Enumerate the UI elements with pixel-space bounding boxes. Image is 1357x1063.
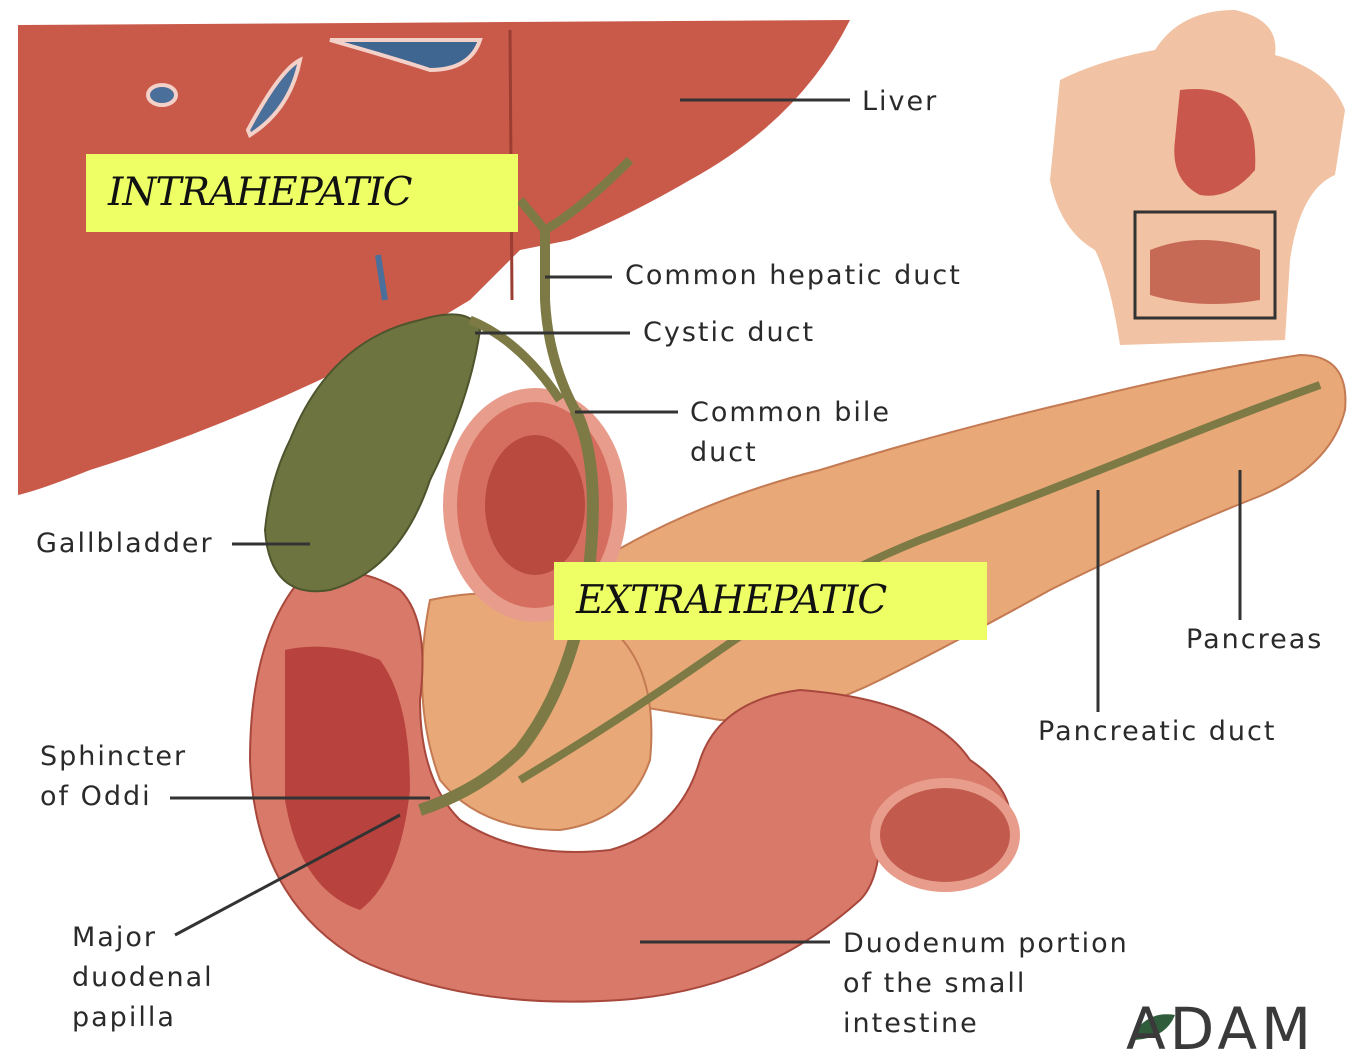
intrahepatic-highlight: INTRAHEPATIC [86,154,518,232]
label-gallbladder: Gallbladder [36,524,214,564]
pancreas [560,355,1345,720]
label-common-hepatic-duct: Common hepatic duct [625,256,962,296]
label-liver: Liver [862,82,938,122]
label-duodenum: Duodenum portion of the small intestine [843,924,1129,1044]
intrahepatic-text: INTRAHEPATIC [108,170,412,215]
extrahepatic-text: EXTRAHEPATIC [576,578,886,623]
label-common-bile-duct: Common bile duct [690,393,891,473]
body-inset [1050,10,1345,345]
extrahepatic-highlight: EXTRAHEPATIC [554,562,987,640]
label-pancreas: Pancreas [1186,620,1323,660]
label-major-duodenal-papilla: Major duodenal papilla [72,918,214,1038]
duodenum-opening [875,783,1015,887]
adam-logo: ADAM [1126,995,1315,1063]
liver-vessel [148,85,176,105]
label-sphincter-of-oddi: Sphincter of Oddi [40,737,187,817]
label-pancreatic-duct: Pancreatic duct [1038,712,1276,752]
label-cystic-duct: Cystic duct [643,313,815,353]
